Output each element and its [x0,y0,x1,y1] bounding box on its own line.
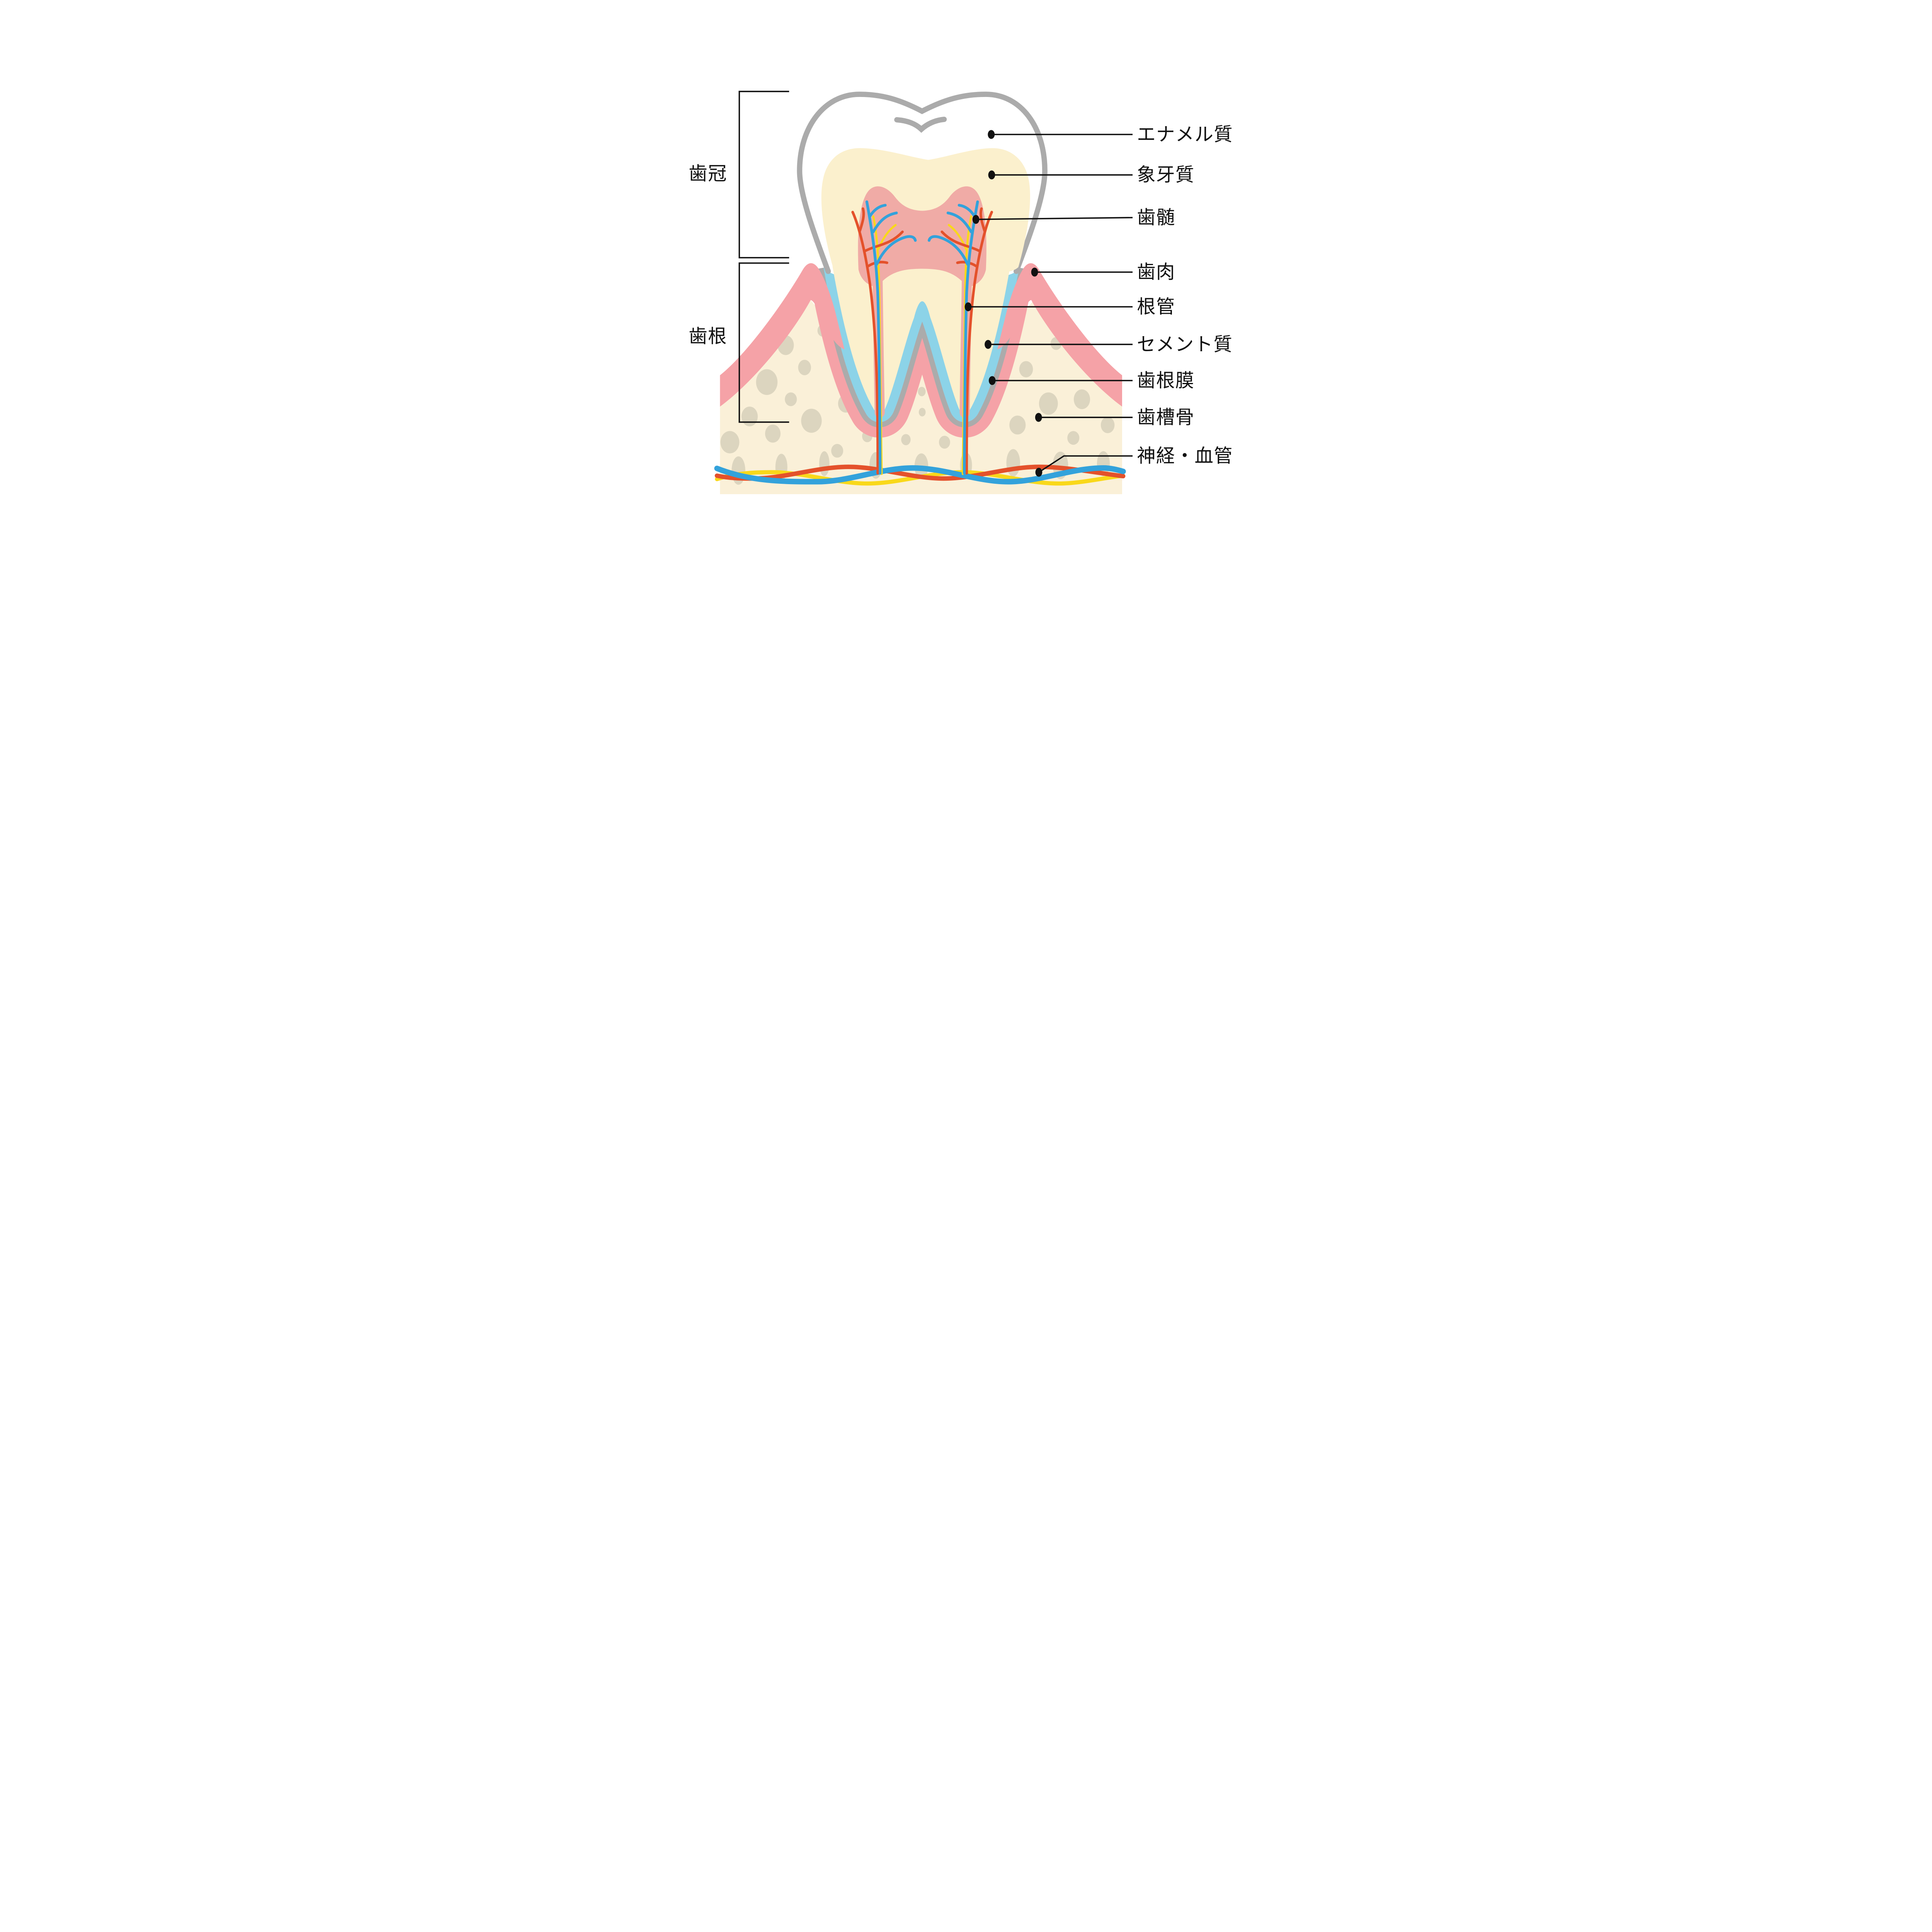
label-root-canal: 根管 [1137,296,1175,317]
crown-outline [797,92,1048,274]
occlusal-groove-icon [894,116,947,133]
leader-dot-pulp [972,215,980,224]
gum-left-mound [720,263,845,407]
pulp-chamber [858,186,986,287]
label-dentin: 象牙質 [1137,165,1194,185]
root-bracket [738,262,789,423]
gum-right-mound [997,263,1122,407]
leader-dot-nerve-vessel [1035,468,1043,477]
section-brackets [738,90,789,423]
label-alveolar: 歯槽骨 [1137,407,1194,428]
label-nerve-vessel: 神経・血管 [1137,446,1233,466]
leader-dot-alveolar [1035,413,1042,422]
label-cementum: セメント質 [1137,334,1233,355]
leader-dot-root-canal [964,302,972,311]
label-root-section: 歯根 [689,326,727,347]
crown-bracket [738,90,789,259]
label-crown-section: 歯冠 [689,163,727,184]
label-enamel: エナメル質 [1137,124,1233,145]
artery-red-tree [851,207,993,475]
label-pdl: 歯根膜 [1137,370,1194,391]
tooth-anatomy-figure: エナメル質象牙質歯髄歯肉根管セメント質歯根膜歯槽骨神経・血管 歯冠歯根 [657,0,1275,567]
leader-line-nerve-vessel [1038,455,1133,473]
leader-dot-enamel [988,130,995,139]
leader-dot-dentin [988,170,995,180]
vein-blue-wave [714,465,1126,485]
nerve-and-vessel-waves [714,464,1126,486]
leader-dot-cementum [985,340,992,349]
label-gingiva: 歯肉 [1137,262,1175,282]
leader-dot-gingiva [1031,267,1038,277]
leader-dot-pdl [988,376,996,385]
label-pulp: 歯髄 [1137,207,1175,228]
bone-body [720,300,1122,494]
leader-line-pulp [976,217,1133,220]
gingiva-region [720,263,1122,407]
